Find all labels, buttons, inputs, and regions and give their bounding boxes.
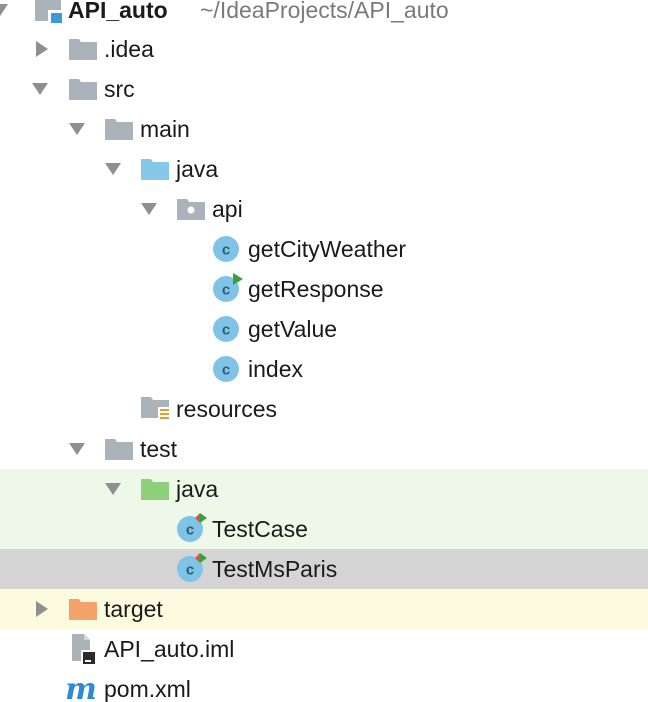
tree-row-pom[interactable]: m pom.xml (0, 669, 648, 702)
tree-row-project-root[interactable]: API_auto ~/IdeaProjects/API_auto (0, 0, 648, 30)
chevron-down-icon[interactable] (32, 83, 48, 95)
chevron-down-icon[interactable] (0, 4, 8, 16)
tree-row-iml[interactable]: API_auto.iml (0, 629, 648, 669)
folder-icon (69, 79, 97, 100)
tree-row-target[interactable]: target (0, 589, 648, 629)
folder-icon (105, 439, 133, 460)
tree-label-test-class[interactable]: TestCase (212, 516, 308, 542)
tree-label-class[interactable]: getCityWeather (248, 236, 407, 262)
svg-text:c: c (186, 522, 194, 539)
tree-row-main-java[interactable]: java (0, 149, 648, 189)
tree-label-main-java[interactable]: java (176, 156, 219, 182)
class-icon: c (213, 356, 239, 382)
tree-row-api[interactable]: api (0, 189, 648, 229)
chevron-down-icon[interactable] (69, 443, 85, 455)
tree-label-main[interactable]: main (140, 116, 190, 142)
source-folder-icon (141, 159, 169, 180)
tree-row-test-java[interactable]: java (0, 469, 648, 509)
tree-label-class[interactable]: getValue (248, 316, 338, 342)
tree-label-test-class[interactable]: TestMsParis (212, 556, 338, 582)
tree-row-class[interactable]: c index (0, 349, 648, 389)
svg-text:c: c (222, 242, 230, 259)
tree-row-test-class[interactable]: c TestCase (0, 509, 648, 549)
tree-row-idea[interactable]: .idea (0, 29, 648, 69)
project-path: ~/IdeaProjects/API_auto (200, 0, 449, 23)
iml-file-icon (72, 634, 96, 664)
tree-label-class[interactable]: index (248, 356, 303, 382)
class-icon: c (213, 316, 239, 342)
chevron-right-icon[interactable] (36, 41, 48, 57)
chevron-down-icon[interactable] (105, 163, 121, 175)
project-name[interactable]: API_auto (68, 0, 168, 23)
chevron-down-icon[interactable] (141, 203, 157, 215)
svg-text:c: c (222, 282, 230, 299)
tree-label-pom[interactable]: pom.xml (104, 676, 191, 702)
tree-label-iml[interactable]: API_auto.iml (104, 636, 235, 662)
tree-label-src[interactable]: src (104, 76, 135, 102)
svg-text:c: c (222, 362, 230, 379)
tree-row-test[interactable]: test (0, 429, 648, 469)
tree-row-resources[interactable]: resources (0, 389, 648, 429)
tree-label-api[interactable]: api (212, 196, 243, 222)
tree-row-test-class-selected[interactable]: c TestMsParis (0, 549, 648, 589)
svg-text:c: c (222, 322, 230, 339)
chevron-down-icon[interactable] (105, 483, 121, 495)
package-icon (177, 199, 205, 220)
svg-text:c: c (186, 562, 194, 579)
tree-label-test-java[interactable]: java (176, 476, 219, 502)
chevron-right-icon[interactable] (36, 601, 48, 617)
project-module-icon (35, 0, 62, 23)
tree-row-class[interactable]: c getResponse (0, 269, 648, 309)
tree-label-target[interactable]: target (104, 596, 163, 622)
tree-row-main[interactable]: main (0, 109, 648, 149)
tree-row-class[interactable]: c getValue (0, 309, 648, 349)
class-icon: c (213, 273, 243, 302)
maven-icon: m (66, 675, 97, 702)
folder-icon (69, 39, 97, 60)
folder-icon (105, 119, 133, 140)
tree-row-src[interactable]: src (0, 69, 648, 109)
tree-label-idea[interactable]: .idea (104, 36, 154, 62)
resources-folder-icon (141, 397, 170, 422)
test-class-icon: c (177, 553, 207, 582)
tree-label-class[interactable]: getResponse (248, 276, 384, 302)
chevron-down-icon[interactable] (69, 123, 85, 135)
tree-row-class[interactable]: c getCityWeather (0, 229, 648, 269)
excluded-folder-icon (69, 599, 97, 620)
tree-label-resources[interactable]: resources (176, 396, 277, 422)
tree-label-test[interactable]: test (140, 436, 178, 462)
class-icon: c (213, 236, 239, 262)
svg-text:m: m (66, 675, 97, 702)
test-folder-icon (141, 479, 169, 500)
test-class-icon: c (177, 513, 207, 542)
